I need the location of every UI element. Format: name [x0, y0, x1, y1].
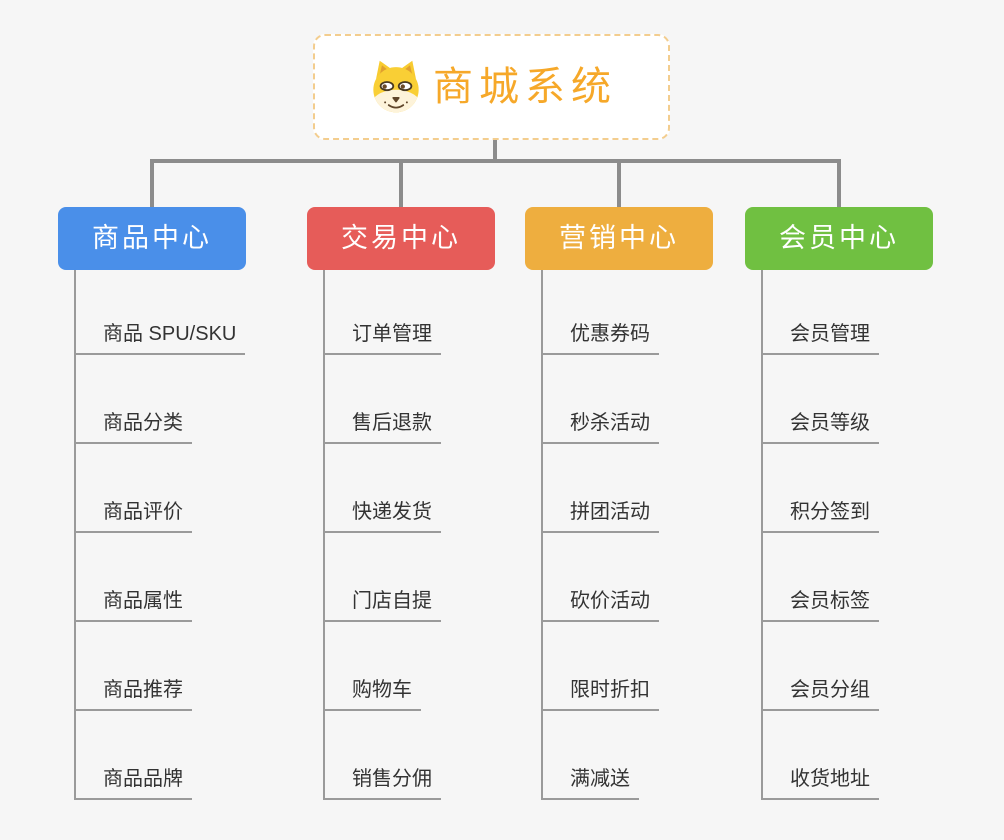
- leaf-node[interactable]: 拼团活动: [541, 499, 659, 533]
- category-label: 交易中心: [341, 223, 461, 253]
- category-node[interactable]: 营销中心: [525, 207, 713, 270]
- leaf-node[interactable]: 砍价活动: [541, 588, 659, 622]
- category-node[interactable]: 会员中心: [745, 207, 933, 270]
- leaf-node[interactable]: 会员管理: [761, 321, 879, 355]
- leaf-node[interactable]: 快递发货: [323, 499, 441, 533]
- leaf-node[interactable]: 会员等级: [761, 410, 879, 444]
- connector-branch-drop: [399, 159, 403, 207]
- category-node[interactable]: 交易中心: [307, 207, 495, 270]
- category-label: 商品中心: [92, 223, 212, 253]
- leaf-node[interactable]: 满减送: [541, 766, 639, 800]
- leaf-node[interactable]: 购物车: [323, 677, 421, 711]
- connector-branch-drop: [617, 159, 621, 207]
- leaf-node[interactable]: 优惠券码: [541, 321, 659, 355]
- leaf-node[interactable]: 商品评价: [74, 499, 192, 533]
- dog-icon: [366, 58, 426, 116]
- connector-branch-drop: [150, 159, 154, 207]
- root-node[interactable]: 商城系统: [313, 34, 670, 140]
- leaf-node[interactable]: 销售分佣: [323, 766, 441, 800]
- leaf-node[interactable]: 商品 SPU/SKU: [74, 321, 246, 355]
- category-label: 会员中心: [779, 223, 899, 253]
- connector-branch-trunk: [74, 270, 76, 800]
- connector-root-drop: [493, 140, 497, 163]
- category-label: 营销中心: [559, 223, 679, 253]
- category-node[interactable]: 商品中心: [58, 207, 246, 270]
- leaf-node[interactable]: 会员分组: [761, 677, 879, 711]
- leaf-node[interactable]: 商品属性: [74, 588, 192, 622]
- connector-horizontal-bar: [150, 159, 841, 163]
- leaf-node[interactable]: 商品推荐: [74, 677, 192, 711]
- connector-branch-trunk: [761, 270, 763, 800]
- leaf-node[interactable]: 门店自提: [323, 588, 441, 622]
- leaf-node[interactable]: 积分签到: [761, 499, 879, 533]
- leaf-node[interactable]: 售后退款: [323, 410, 441, 444]
- leaf-node[interactable]: 限时折扣: [541, 677, 659, 711]
- connector-branch-trunk: [541, 270, 543, 800]
- connector-branch-trunk: [323, 270, 325, 800]
- leaf-node[interactable]: 商品分类: [74, 410, 192, 444]
- root-title: 商城系统: [433, 65, 617, 109]
- leaf-node[interactable]: 订单管理: [323, 321, 441, 355]
- leaf-node[interactable]: 会员标签: [761, 588, 879, 622]
- leaf-node[interactable]: 秒杀活动: [541, 410, 659, 444]
- leaf-node[interactable]: 收货地址: [761, 766, 879, 800]
- leaf-node[interactable]: 商品品牌: [74, 766, 192, 800]
- connector-branch-drop: [837, 159, 841, 207]
